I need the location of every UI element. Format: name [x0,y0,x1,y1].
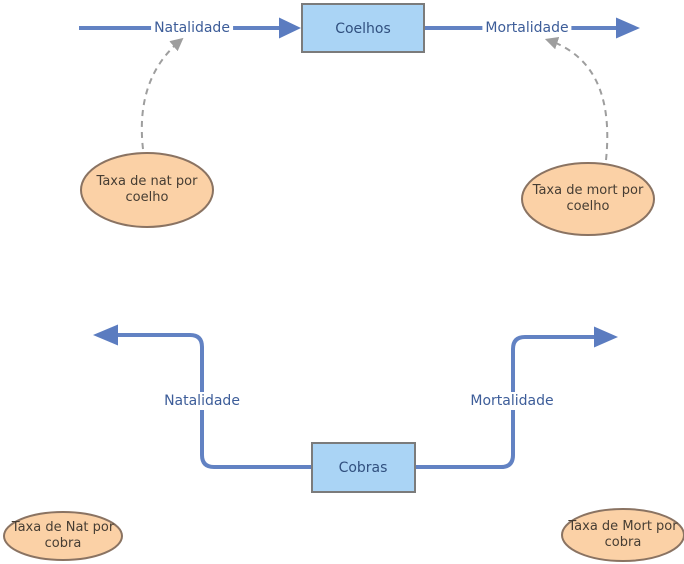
stock-label-cobras: Cobras [338,460,388,476]
stock-label-coelhos: Coelhos [335,21,391,37]
variable-snake-birth-rate[interactable] [3,511,123,561]
variable-snake-death-rate[interactable] [561,508,684,562]
link-rabbit-birth-rate-to-natalidade[interactable] [140,37,184,150]
flow-label-snake-death[interactable]: Mortalidade [467,392,557,410]
arrowhead-rabbit-death [616,17,640,39]
arrowhead-snake-birth [93,324,118,346]
variable-rabbit-death-rate[interactable] [521,162,655,236]
flow-label-snake-birth[interactable]: Natalidade [161,392,243,410]
arrowhead-into-coelhos [279,17,301,39]
variable-rabbit-birth-rate[interactable] [80,152,214,228]
variable-label-rabbit-birth-rate: Taxa de nat por coelho [96,174,198,205]
stock-cobras[interactable] [311,442,416,493]
link-rabbit-death-rate-to-mortalidade[interactable] [544,36,609,161]
flow-label-rabbit-death[interactable]: Mortalidade [482,19,572,37]
variable-label-snake-birth-rate: Taxa de Nat por cobra [11,520,115,551]
stock-coelhos[interactable] [301,3,425,53]
variable-label-rabbit-death-rate: Taxa de mort por coelho [532,183,644,214]
variable-label-snake-death-rate: Taxa de Mort por cobra [568,519,678,550]
flow-label-rabbit-birth[interactable]: Natalidade [151,19,233,37]
arrowhead-snake-death [594,326,618,348]
